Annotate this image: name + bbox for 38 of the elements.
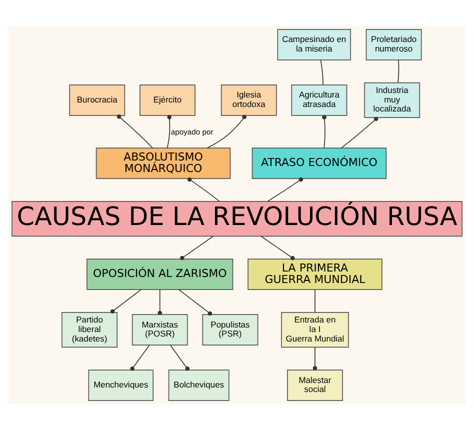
node-box: Proletariado numeroso xyxy=(366,28,422,60)
connector xyxy=(158,289,162,315)
node-box: Entrada en la I Guerra Mundial xyxy=(281,312,349,348)
connector xyxy=(398,60,400,83)
connector xyxy=(320,60,324,86)
node-box: ABSOLUTISMO MONÁRQUICO xyxy=(96,148,231,179)
connector xyxy=(322,115,326,148)
connector xyxy=(180,236,214,260)
node-box: Ejército xyxy=(140,84,196,116)
connector xyxy=(340,116,378,148)
node-box: Populistas (PSR) xyxy=(202,314,258,346)
node-box: ATRASO ECONÓMICO xyxy=(252,148,387,179)
connector xyxy=(187,177,220,202)
node-box: Agricultura atrasada xyxy=(291,84,348,116)
connector xyxy=(267,177,304,202)
node-box: Industria muy localizada xyxy=(364,82,420,118)
node-box: Bolcheviques xyxy=(168,370,230,402)
edge-label: apoyado por xyxy=(170,128,214,137)
connector xyxy=(260,236,295,260)
connector xyxy=(116,114,154,148)
connector xyxy=(170,344,190,371)
node-box: CAUSAS DE LA REVOLUCIÓN RUSA xyxy=(12,201,462,237)
node-box: Malestar social xyxy=(287,370,343,402)
node-box: Campesinado en la miseria xyxy=(277,28,351,60)
node-box: OPOSICIÓN AL ZARISMO xyxy=(86,258,234,290)
node-box: Mencheviques xyxy=(88,370,154,402)
node-box: Partido liberal (kadetes) xyxy=(62,312,118,348)
connector xyxy=(314,289,316,313)
node-box: Marxistas (POSR) xyxy=(132,314,188,346)
connector xyxy=(178,289,212,316)
connector xyxy=(130,344,150,371)
connector xyxy=(206,114,246,148)
node-box: LA PRIMERA GUERRA MUNDIAL xyxy=(248,258,382,290)
node-box: Burocracia xyxy=(69,84,126,116)
node-box: Iglesia ortodoxa xyxy=(220,84,277,116)
connector xyxy=(166,115,172,148)
connector xyxy=(110,289,142,314)
connector xyxy=(312,347,318,370)
